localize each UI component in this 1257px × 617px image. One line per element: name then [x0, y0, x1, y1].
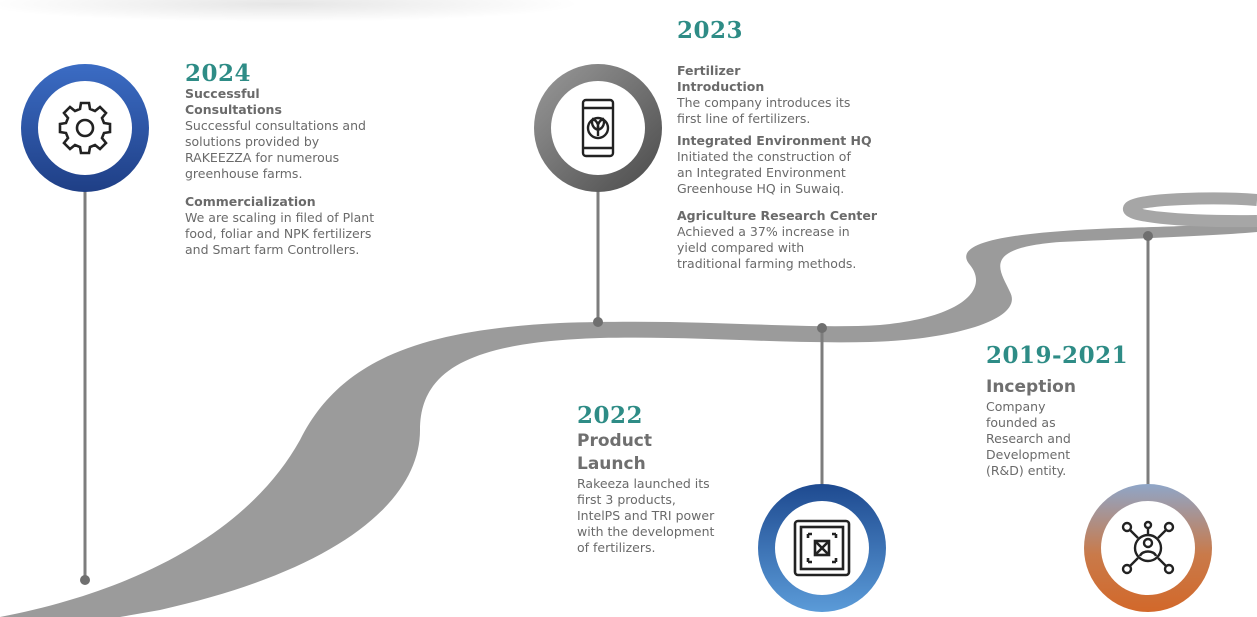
year-2023-label: 2023	[677, 17, 744, 44]
milestone-2022-badge	[758, 484, 886, 612]
milestone-2019-2021-badge	[1084, 484, 1212, 612]
milestone-title: Product Launch	[577, 431, 652, 474]
year-2024-label: 2024	[185, 60, 252, 87]
entry-text: Achieved a 37% increase in yield compare…	[677, 224, 857, 271]
entry-title: Fertilizer Introduction	[677, 63, 765, 94]
road-far-loop	[1122, 192, 1257, 228]
entry-title: Agriculture Research Center	[677, 208, 877, 223]
milestone-description: Rakeeza launched its first 3 products, I…	[577, 476, 715, 555]
fertilizer-bag-icon	[581, 98, 615, 158]
product-box-icon	[793, 519, 851, 577]
gear-icon	[58, 101, 112, 155]
milestone-2023-text: Fertilizer Introduction The company intr…	[677, 63, 907, 272]
winding-road	[0, 222, 1257, 617]
year-2019-2021-label: 2019-2021	[986, 342, 1129, 369]
milestone-2022-text: Product Launch Rakeeza launched its firs…	[577, 430, 757, 556]
research-network-icon	[1121, 520, 1175, 575]
year-2022-label: 2022	[577, 402, 644, 429]
milestone-title: Inception	[986, 377, 1076, 397]
entry-text: Initiated the construction of an Integra…	[677, 149, 851, 196]
entry-title: Integrated Environment HQ	[677, 133, 872, 148]
entry-text: Successful consultations and solutions p…	[185, 118, 366, 181]
entry-title: Successful Consultations	[185, 86, 282, 117]
entry-text: We are scaling in filed of Plant food, f…	[185, 210, 375, 257]
entry-title: Commercialization	[185, 194, 316, 209]
milestone-2024-badge	[21, 64, 149, 192]
top-shadow	[0, 0, 580, 22]
entry-text: The company introduces its first line of…	[677, 95, 851, 126]
milestone-description: Company founded as Research and Developm…	[986, 399, 1071, 478]
milestone-2023-badge	[534, 64, 662, 192]
milestone-2024-text: Successful Consultations Successful cons…	[185, 86, 415, 258]
connector-stems	[80, 180, 1153, 585]
milestone-2019-2021-text: Inception Company founded as Research an…	[986, 376, 1126, 479]
